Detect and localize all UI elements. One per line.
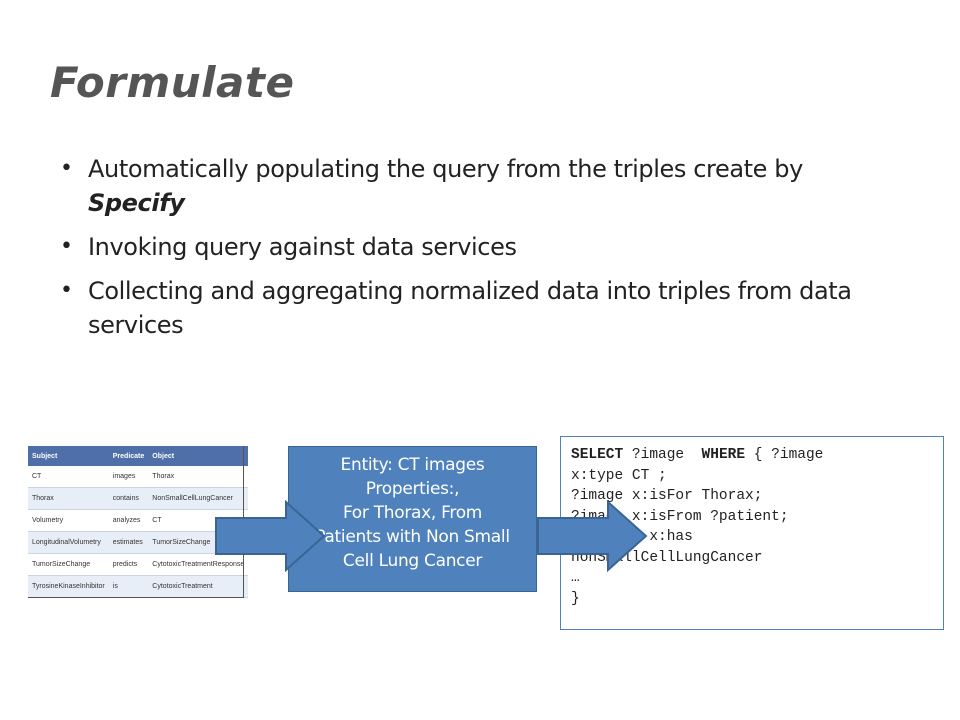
- query-line: …: [571, 570, 580, 586]
- entity-line: Entity: CT images: [340, 455, 485, 475]
- column-header: Subject: [28, 446, 109, 466]
- bullet-emphasis: Specify: [88, 189, 185, 217]
- table-cell: predicts: [108, 553, 149, 576]
- bullet-list: • Automatically populating the query from…: [60, 152, 900, 352]
- table-cell: analyzes: [108, 509, 149, 532]
- bullet-text: Invoking query against data services: [88, 233, 517, 261]
- right-arrow-icon: [215, 500, 326, 572]
- table-cell: Thorax: [148, 466, 249, 488]
- bullet-item: • Automatically populating the query from…: [60, 152, 900, 220]
- table-cell: estimates: [108, 531, 149, 554]
- table-cell: contains: [108, 487, 149, 510]
- entity-line: Cell Lung Cancer: [342, 551, 483, 571]
- query-line: SELECT ?image WHERE { ?image: [571, 445, 943, 466]
- slide-title: Formulate: [50, 58, 295, 107]
- table-cell: CytotoxicTreatment: [148, 575, 249, 598]
- table-cell: CytotoxicTreatmentResponse: [148, 553, 249, 576]
- table-cell: NonSmallCellLungCancer: [148, 487, 249, 510]
- table-header-row: Subject Predicate Object: [28, 446, 249, 466]
- table-cell: TyrosineKinaseInhibitor: [28, 575, 109, 598]
- query-text: { ?image: [745, 447, 824, 463]
- bullet-text: Collecting and aggregating normalized da…: [88, 277, 852, 339]
- query-line: }: [571, 590, 580, 607]
- bullet-dot-icon: •: [60, 278, 73, 303]
- query-line: ?image x:isFor Thorax;: [571, 488, 763, 504]
- table-border-bottom: [28, 597, 244, 598]
- bullet-text: Automatically populating the query from …: [88, 155, 803, 183]
- table-cell: images: [108, 466, 149, 488]
- table-cell: LongitudinalVolumetry: [28, 531, 109, 554]
- entity-line: Properties:,: [365, 479, 460, 499]
- query-text: ?image: [623, 447, 702, 463]
- column-header: Predicate: [108, 446, 149, 466]
- query-keyword: WHERE: [701, 447, 746, 463]
- query-keyword: SELECT: [571, 447, 624, 463]
- table-cell: Thorax: [28, 487, 109, 510]
- table-cell: TumorSizeChange: [28, 553, 109, 576]
- bullet-item: • Invoking query against data services: [60, 230, 900, 264]
- bullet-item: • Collecting and aggregating normalized d…: [60, 274, 900, 342]
- query-line: x:type CT ;: [571, 467, 667, 484]
- bullet-dot-icon: •: [60, 156, 73, 181]
- entity-line: For Thorax, From: [342, 503, 483, 523]
- bullet-dot-icon: •: [60, 234, 73, 259]
- right-arrow-icon: [537, 500, 648, 572]
- entity-line: Patients with Non Small: [315, 527, 510, 547]
- entity-box: Entity: CT images Properties:, For Thora…: [288, 446, 537, 592]
- column-header: Object: [148, 446, 249, 466]
- table-cell: CT: [28, 466, 109, 488]
- table-cell: Volumetry: [28, 509, 109, 532]
- table-cell: is: [108, 575, 149, 598]
